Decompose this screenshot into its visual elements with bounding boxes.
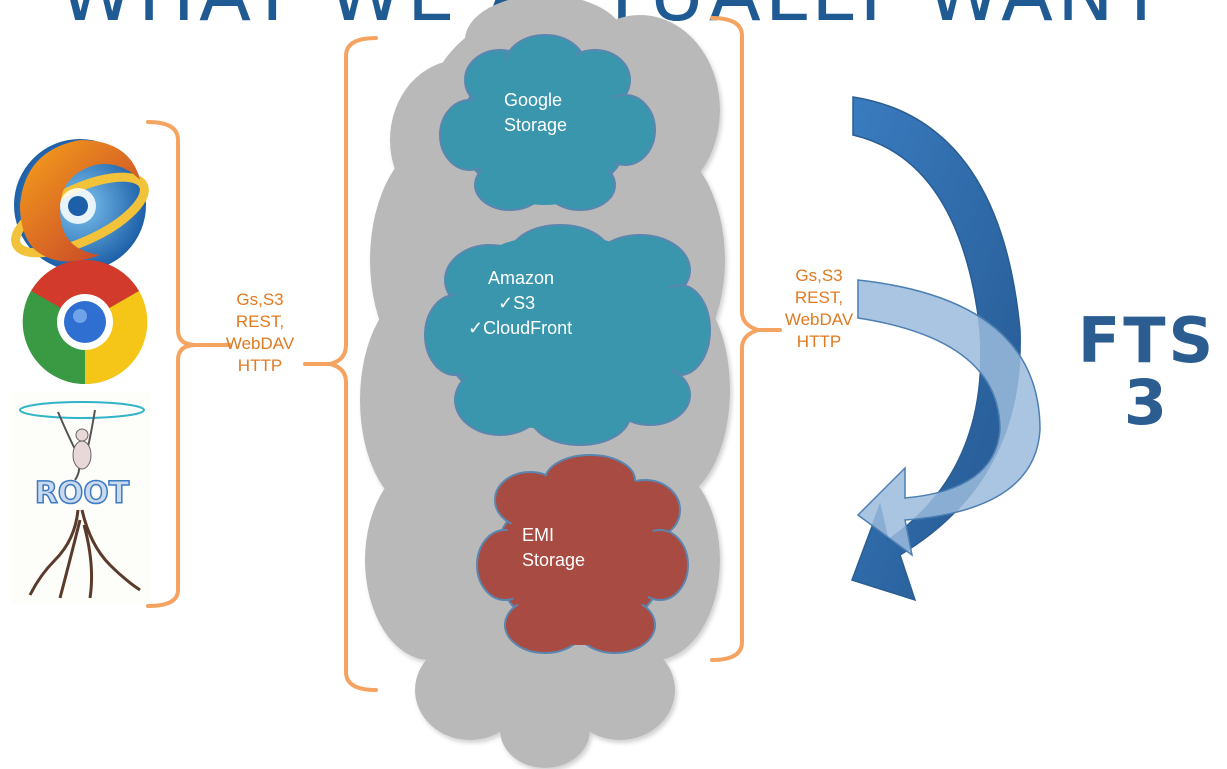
root-logo-text: ROOT	[35, 476, 130, 511]
firefox-ie-icon	[11, 139, 149, 271]
root-logo: ROOT	[12, 392, 150, 604]
left-protocol-http: HTTP	[237, 356, 283, 375]
left-protocol-rest: REST,	[235, 312, 285, 331]
amazon-cloudfront-item: ✓CloudFront	[468, 318, 573, 338]
fts-label: FTS 3	[1072, 310, 1222, 434]
left-client-bracket	[146, 120, 232, 608]
amazon-s3-item: ✓S3	[498, 293, 536, 313]
amazon-title: Amazon	[488, 268, 555, 288]
right-protocol-labels: Gs,S3 REST, WebDAV HTTP	[774, 265, 864, 353]
right-protocol-http: HTTP	[796, 332, 842, 351]
chrome-icon	[22, 259, 148, 385]
right-protocol-webdav: WebDAV	[784, 310, 854, 329]
right-bracket	[710, 16, 782, 662]
left-protocol-webdav: WebDAV	[225, 334, 295, 353]
left-protocol-gs-s3: Gs,S3	[236, 290, 284, 309]
fts-label-line2: 3	[1123, 366, 1171, 439]
right-protocol-rest: REST,	[794, 288, 844, 307]
amazon-label: Amazon ✓S3 ✓CloudFront	[468, 266, 572, 341]
light-transfer-arrow	[856, 279, 1041, 557]
left-protocol-labels: Gs,S3 REST, WebDAV HTTP	[215, 289, 305, 377]
google-storage-label: Google Storage	[504, 90, 568, 135]
right-protocol-gs-s3: Gs,S3	[795, 266, 843, 285]
fts-label-line1: FTS	[1077, 304, 1217, 377]
center-bracket	[303, 36, 378, 692]
emi-storage-label: EMI Storage	[522, 525, 586, 570]
